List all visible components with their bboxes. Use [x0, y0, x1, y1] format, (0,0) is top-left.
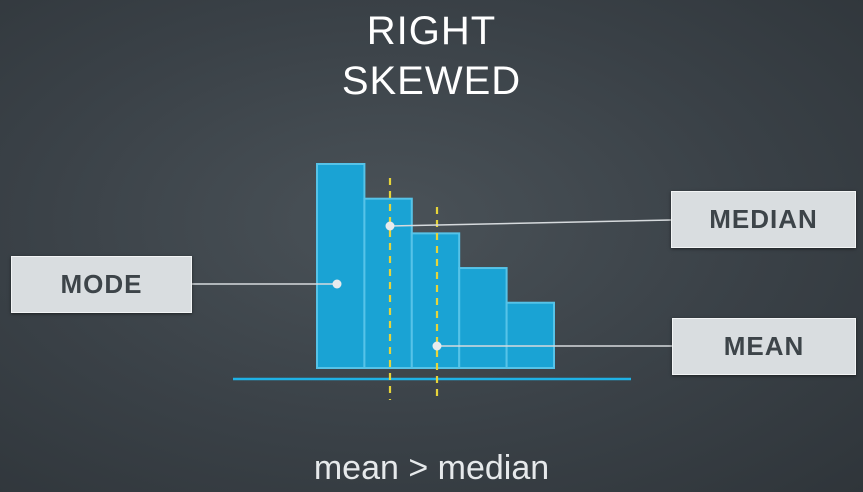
mean-label: MEAN [723, 331, 805, 361]
mean-dot [432, 341, 442, 351]
mode-dot [332, 279, 342, 289]
title-line-2: SKEWED [341, 59, 522, 103]
caption: mean > median [313, 449, 550, 487]
mode-label-box: MODE [11, 256, 192, 313]
mode-label: MODE [60, 269, 143, 299]
mean-label-box: MEAN [672, 318, 856, 375]
median-label-box: MEDIAN [671, 191, 856, 248]
histogram-bar [505, 301, 556, 369]
histogram-bar [458, 267, 508, 370]
histogram-bar [316, 163, 366, 369]
median-connector [389, 219, 672, 227]
title-line-1: RIGHT [366, 9, 497, 53]
histogram-bars [316, 163, 556, 370]
median-label: MEDIAN [709, 204, 818, 234]
median-dot [385, 221, 395, 231]
